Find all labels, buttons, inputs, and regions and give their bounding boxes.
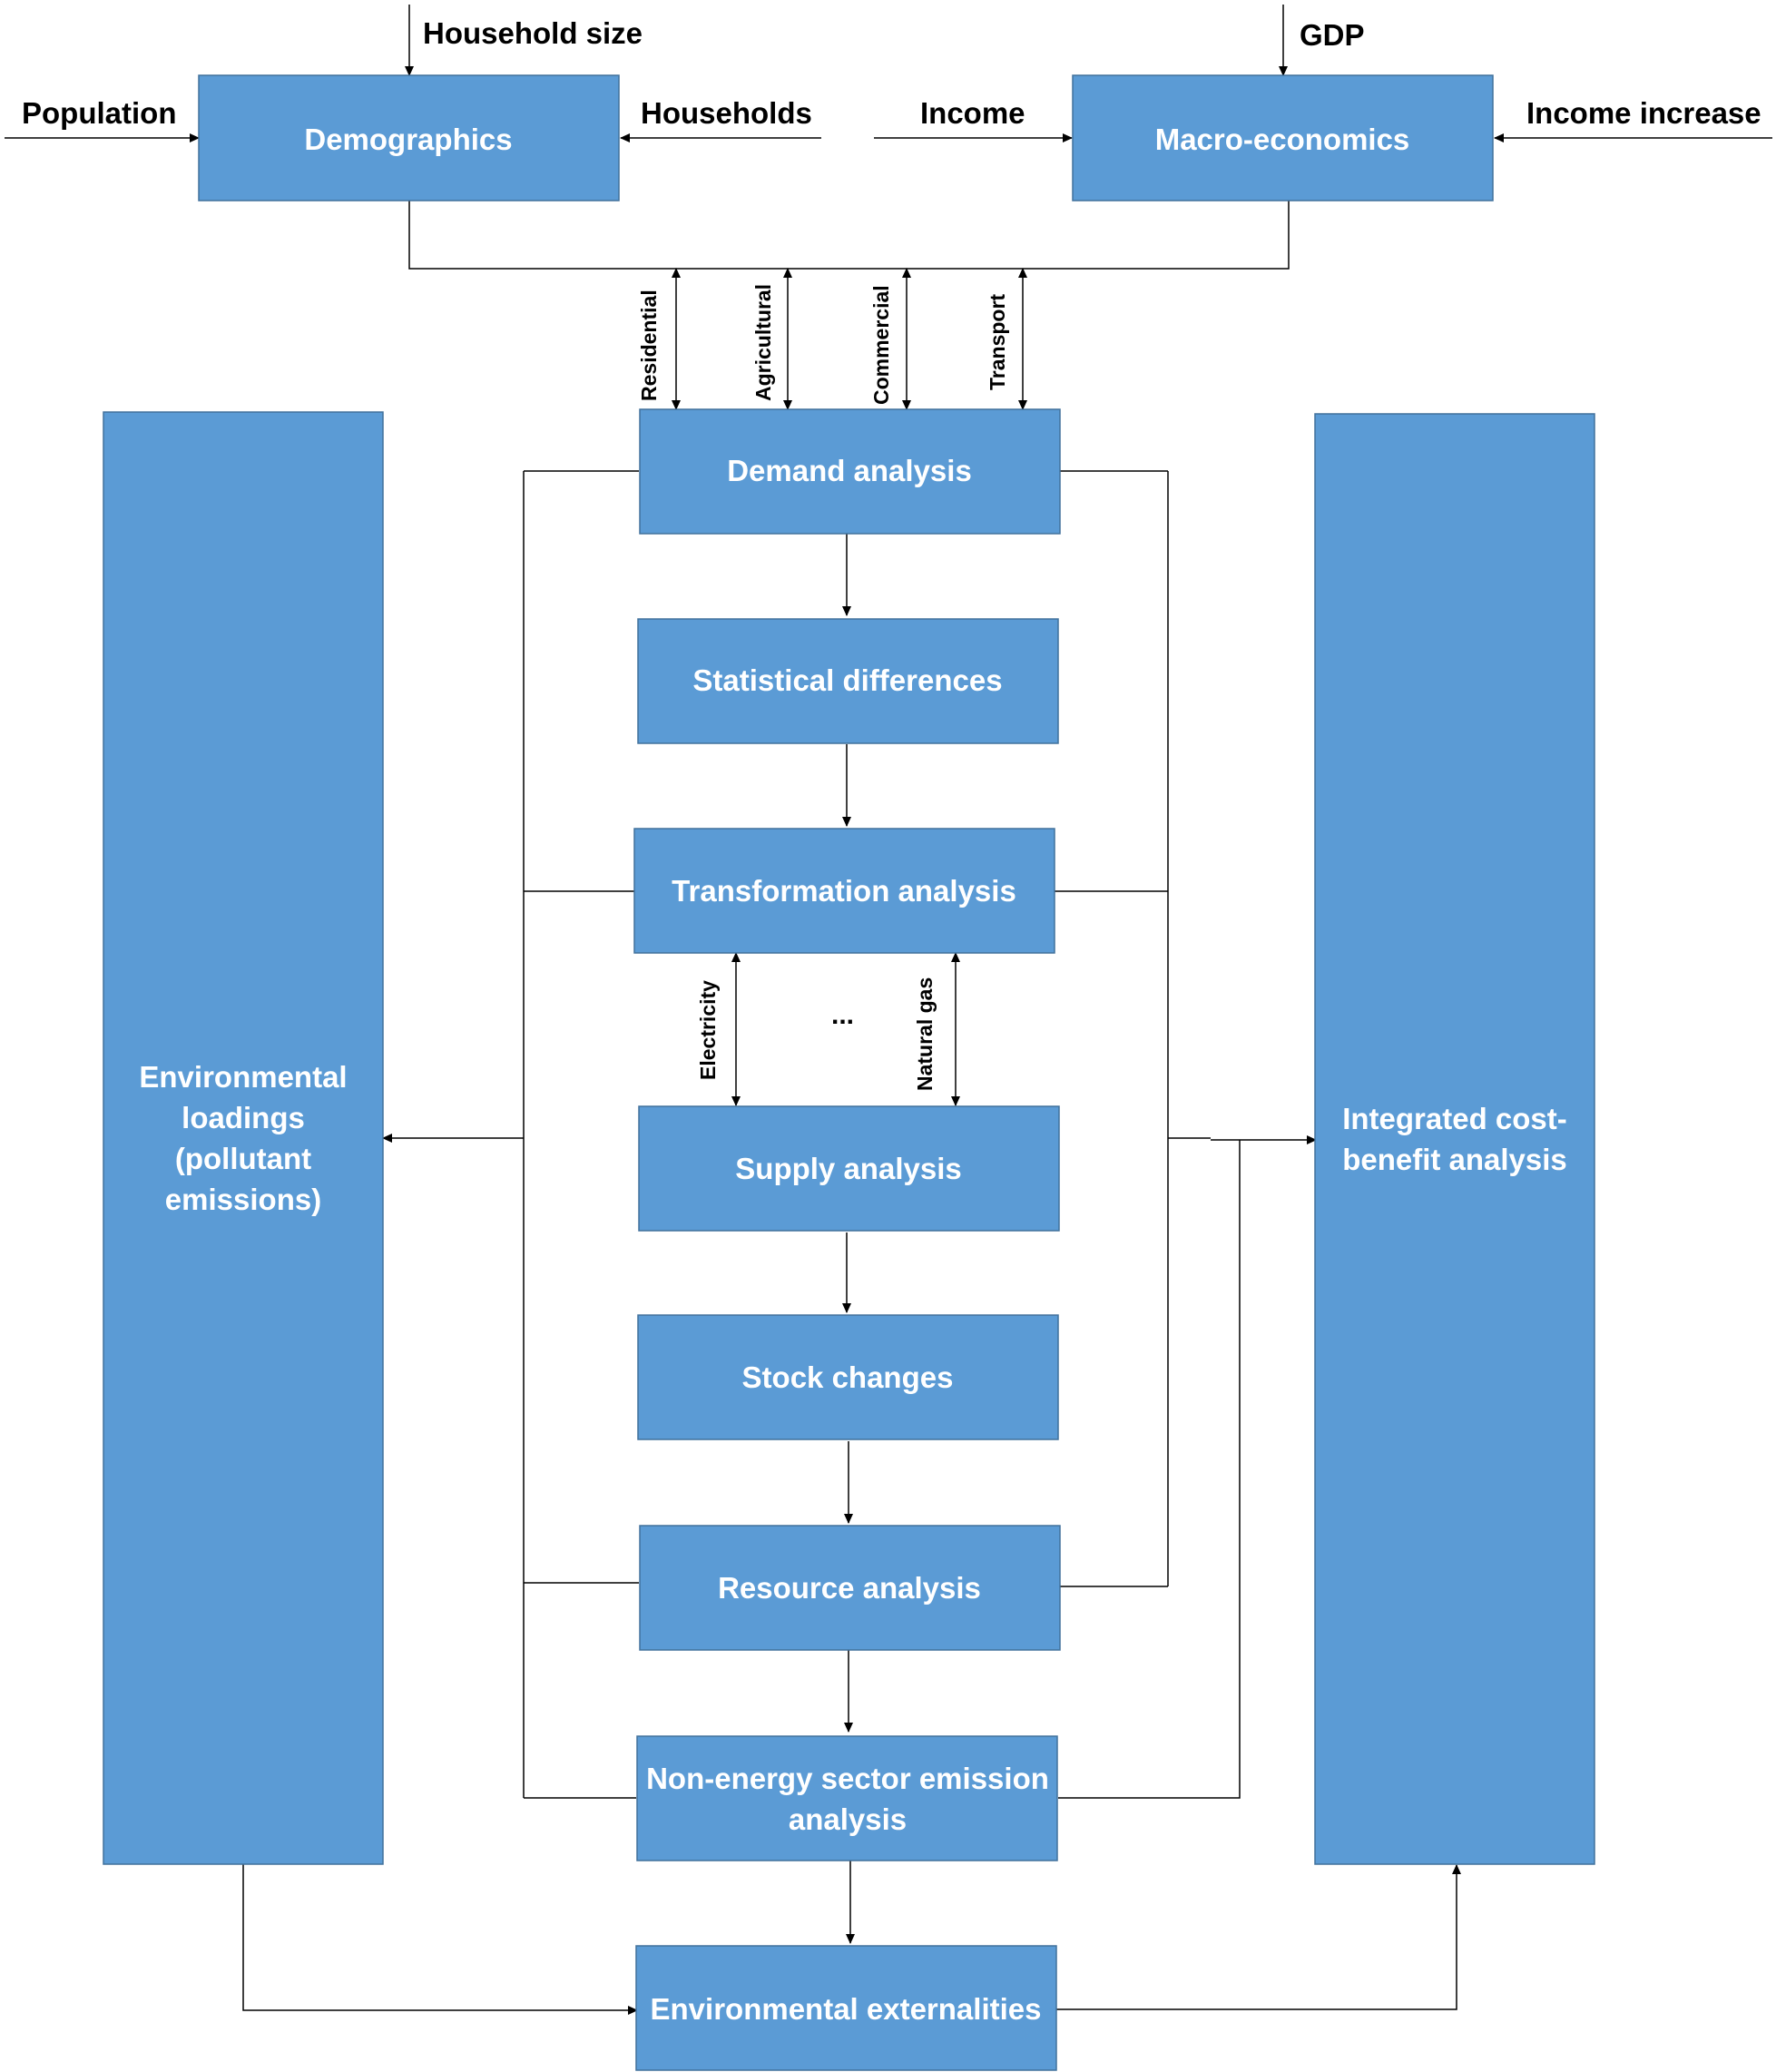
agricultural-label: Agricultural bbox=[751, 284, 775, 401]
resource-analysis-box: Resource analysis bbox=[639, 1525, 1061, 1651]
macro-economics-label: Macro-economics bbox=[1155, 123, 1410, 156]
household-size-label: Household size bbox=[423, 16, 643, 50]
transport-label: Transport bbox=[986, 294, 1009, 390]
environmental-externalities-box: Environmental externalities bbox=[635, 1945, 1057, 2071]
environmental-externalities-label: Environmental externalities bbox=[651, 1992, 1042, 2026]
ellipsis-label: ... bbox=[831, 1000, 854, 1030]
natural-gas-label: Natural gas bbox=[913, 977, 937, 1091]
electricity-label: Electricity bbox=[696, 980, 720, 1080]
non-energy-emission-box: Non-energy sector emission analysis bbox=[636, 1735, 1058, 1861]
demographics-label: Demographics bbox=[304, 123, 512, 156]
supply-analysis-label: Supply analysis bbox=[735, 1152, 961, 1185]
residential-label: Residential bbox=[637, 290, 661, 401]
sector-labels: Residential Agricultural Commercial Tran… bbox=[637, 284, 1009, 405]
demand-analysis-box: Demand analysis bbox=[639, 408, 1061, 535]
cost-benefit-line1: Integrated cost- bbox=[1342, 1102, 1567, 1135]
households-label: Households bbox=[641, 96, 812, 130]
env-loadings-line3: (pollutant bbox=[175, 1142, 311, 1175]
nonenergy-right-connector bbox=[1058, 1140, 1241, 1799]
top-bus-line bbox=[408, 201, 1290, 270]
population-label: Population bbox=[22, 96, 176, 130]
integrated-cost-benefit-box: Integrated cost- benefit analysis bbox=[1314, 413, 1595, 1865]
cost-benefit-line2: benefit analysis bbox=[1342, 1143, 1567, 1176]
stock-changes-box: Stock changes bbox=[637, 1314, 1059, 1440]
statistical-differences-label: Statistical differences bbox=[692, 663, 1002, 697]
input-labels: Household size Population Households Inc… bbox=[22, 16, 1761, 130]
income-increase-label: Income increase bbox=[1526, 96, 1761, 130]
fuel-labels: Electricity ... Natural gas bbox=[696, 977, 937, 1091]
stock-changes-label: Stock changes bbox=[742, 1360, 954, 1394]
macro-economics-box: Macro-economics bbox=[1072, 74, 1494, 201]
connectors bbox=[5, 5, 1772, 2015]
income-label: Income bbox=[920, 96, 1025, 130]
transformation-analysis-label: Transformation analysis bbox=[672, 874, 1016, 908]
commercial-label: Commercial bbox=[869, 285, 893, 405]
env-loadings-line1: Environmental bbox=[139, 1060, 347, 1094]
env-loadings-line4: emissions) bbox=[165, 1183, 321, 1216]
supply-analysis-box: Supply analysis bbox=[638, 1105, 1060, 1232]
non-energy-label-line1: Non-energy sector emission bbox=[646, 1762, 1049, 1795]
demographics-box: Demographics bbox=[198, 74, 620, 201]
demand-analysis-label: Demand analysis bbox=[727, 454, 972, 487]
environmental-loadings-box: Environmental loadings (pollutant emissi… bbox=[103, 411, 384, 1865]
resource-analysis-label: Resource analysis bbox=[718, 1571, 981, 1605]
statistical-differences-box: Statistical differences bbox=[637, 618, 1059, 744]
externalities-to-cost-benefit-arrow bbox=[1055, 1864, 1461, 2010]
non-energy-label-line2: analysis bbox=[789, 1802, 907, 1836]
transformation-analysis-box: Transformation analysis bbox=[633, 828, 1055, 954]
env-loadings-line2: loadings bbox=[182, 1101, 305, 1134]
gdp-label: GDP bbox=[1300, 18, 1365, 52]
loadings-to-externalities-arrow bbox=[242, 1864, 638, 2015]
